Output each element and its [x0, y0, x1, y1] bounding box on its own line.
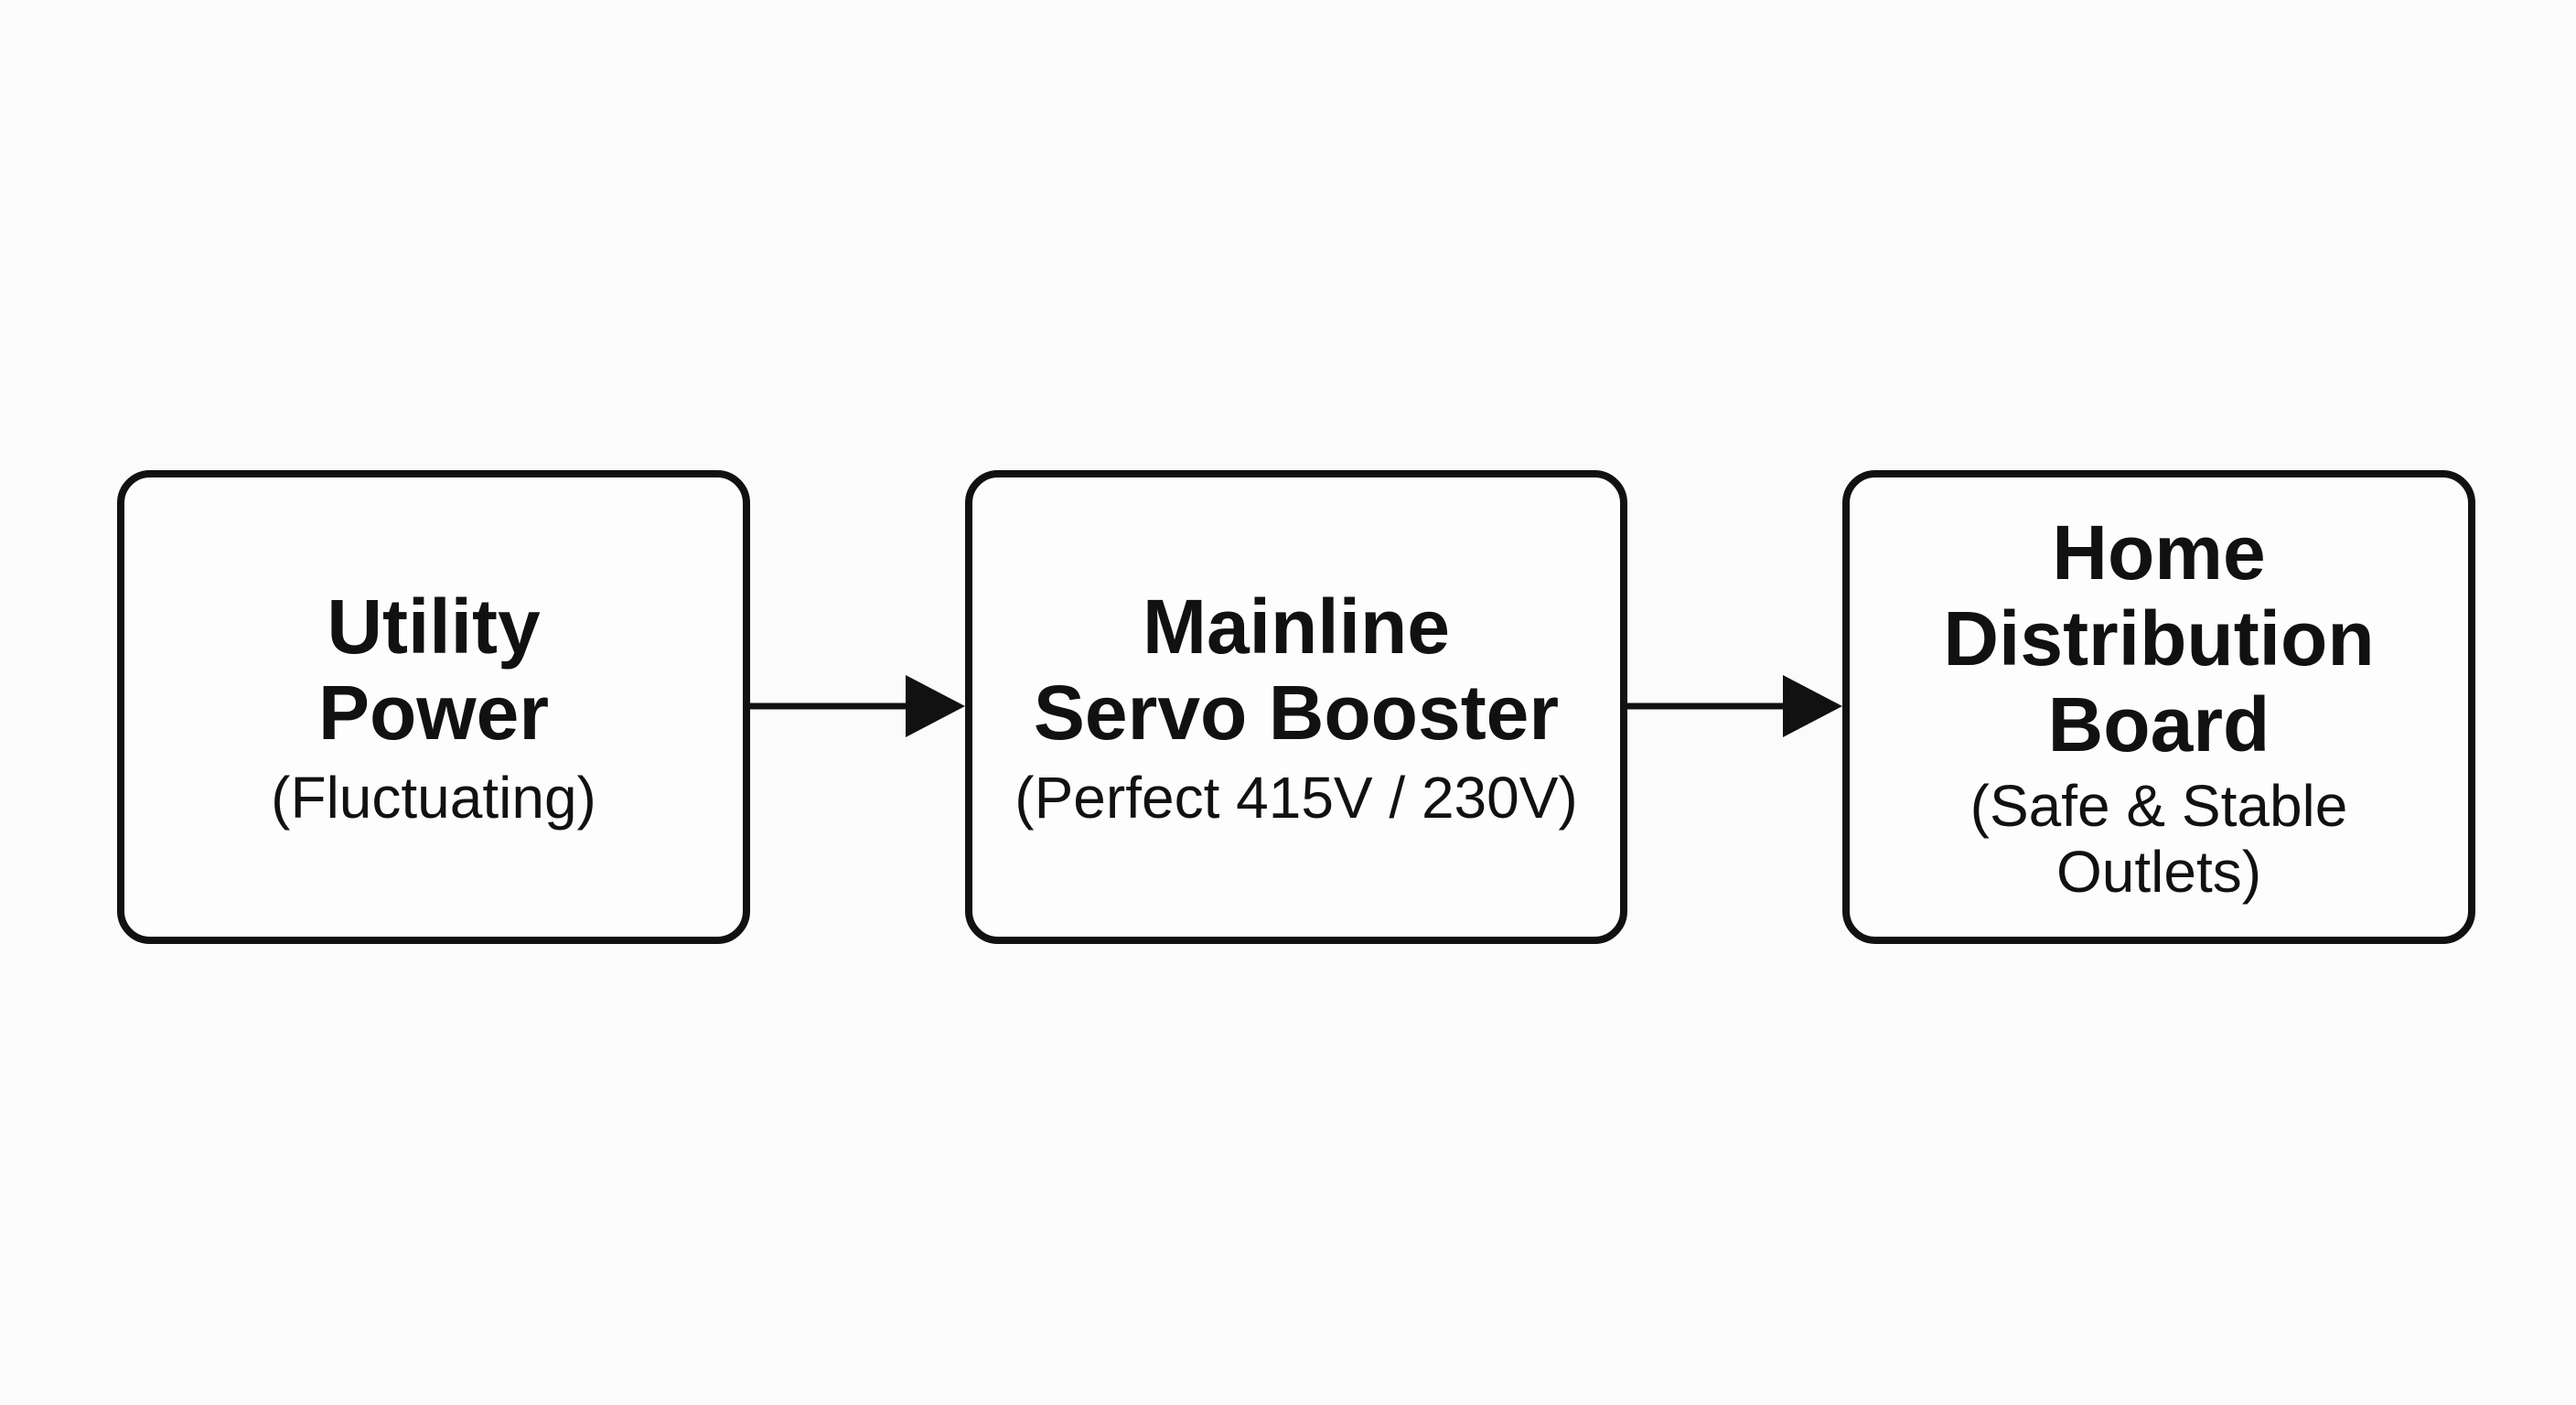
node-utility-power: Utility Power (Fluctuating): [117, 470, 750, 944]
node-title-line: Distribution: [1943, 595, 2375, 681]
node-subtitle: (Fluctuating): [271, 765, 596, 831]
node-mainline-servo-booster: Mainline Servo Booster (Perfect 415V / 2…: [965, 470, 1627, 944]
node-subtitle-line: (Fluctuating): [271, 765, 596, 831]
arrow-head-icon: [1783, 675, 1842, 737]
node-subtitle-line: Outlets): [2055, 839, 2262, 905]
node-title-line: Home: [2052, 509, 2266, 595]
node-subtitle: (Safe & Stable Outlets): [1970, 773, 2348, 905]
node-title-line: Servo Booster: [1033, 670, 1560, 756]
node-title-line: Utility: [327, 584, 541, 670]
arrow-servo-to-board: [1627, 675, 1842, 737]
arrow-utility-to-servo: [750, 675, 965, 737]
node-subtitle-line: (Safe & Stable: [1970, 773, 2348, 839]
arrow-head-icon: [906, 675, 965, 737]
node-title: Mainline Servo Booster: [1034, 584, 1559, 756]
node-subtitle-line: (Perfect 415V / 230V): [1014, 765, 1578, 831]
node-subtitle: (Perfect 415V / 230V): [1014, 765, 1577, 831]
node-title: Utility Power: [318, 584, 549, 756]
node-home-distribution-board: Home Distribution Board (Safe & Stable O…: [1842, 470, 2475, 944]
node-title-line: Power: [317, 670, 550, 756]
node-title: Home Distribution Board: [1943, 509, 2374, 767]
node-title-line: Mainline: [1142, 584, 1451, 670]
node-title-line: Board: [2047, 681, 2270, 767]
